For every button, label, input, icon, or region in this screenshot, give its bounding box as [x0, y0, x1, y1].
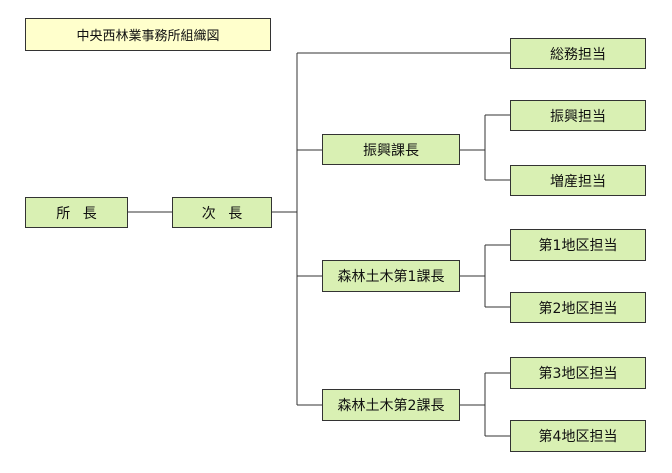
- district-4-box: 第4地区担当: [510, 420, 646, 452]
- forest-civil-1-chief-box: 森林土木第1課長: [322, 260, 460, 292]
- promotion-chief-box: 振興課長: [322, 134, 460, 165]
- page-title: 中央西林業事務所組織図: [25, 18, 271, 51]
- director-box: 所長: [25, 197, 128, 228]
- production-staff-box: 増産担当: [510, 165, 646, 196]
- general-affairs-box: 総務担当: [510, 38, 646, 69]
- district-2-box: 第2地区担当: [510, 292, 646, 323]
- promotion-staff-box: 振興担当: [510, 100, 646, 131]
- district-1-box: 第1地区担当: [510, 229, 646, 261]
- forest-civil-2-chief-box: 森林土木第2課長: [322, 389, 460, 421]
- district-3-box: 第3地区担当: [510, 357, 646, 389]
- deputy-box: 次長: [172, 197, 272, 228]
